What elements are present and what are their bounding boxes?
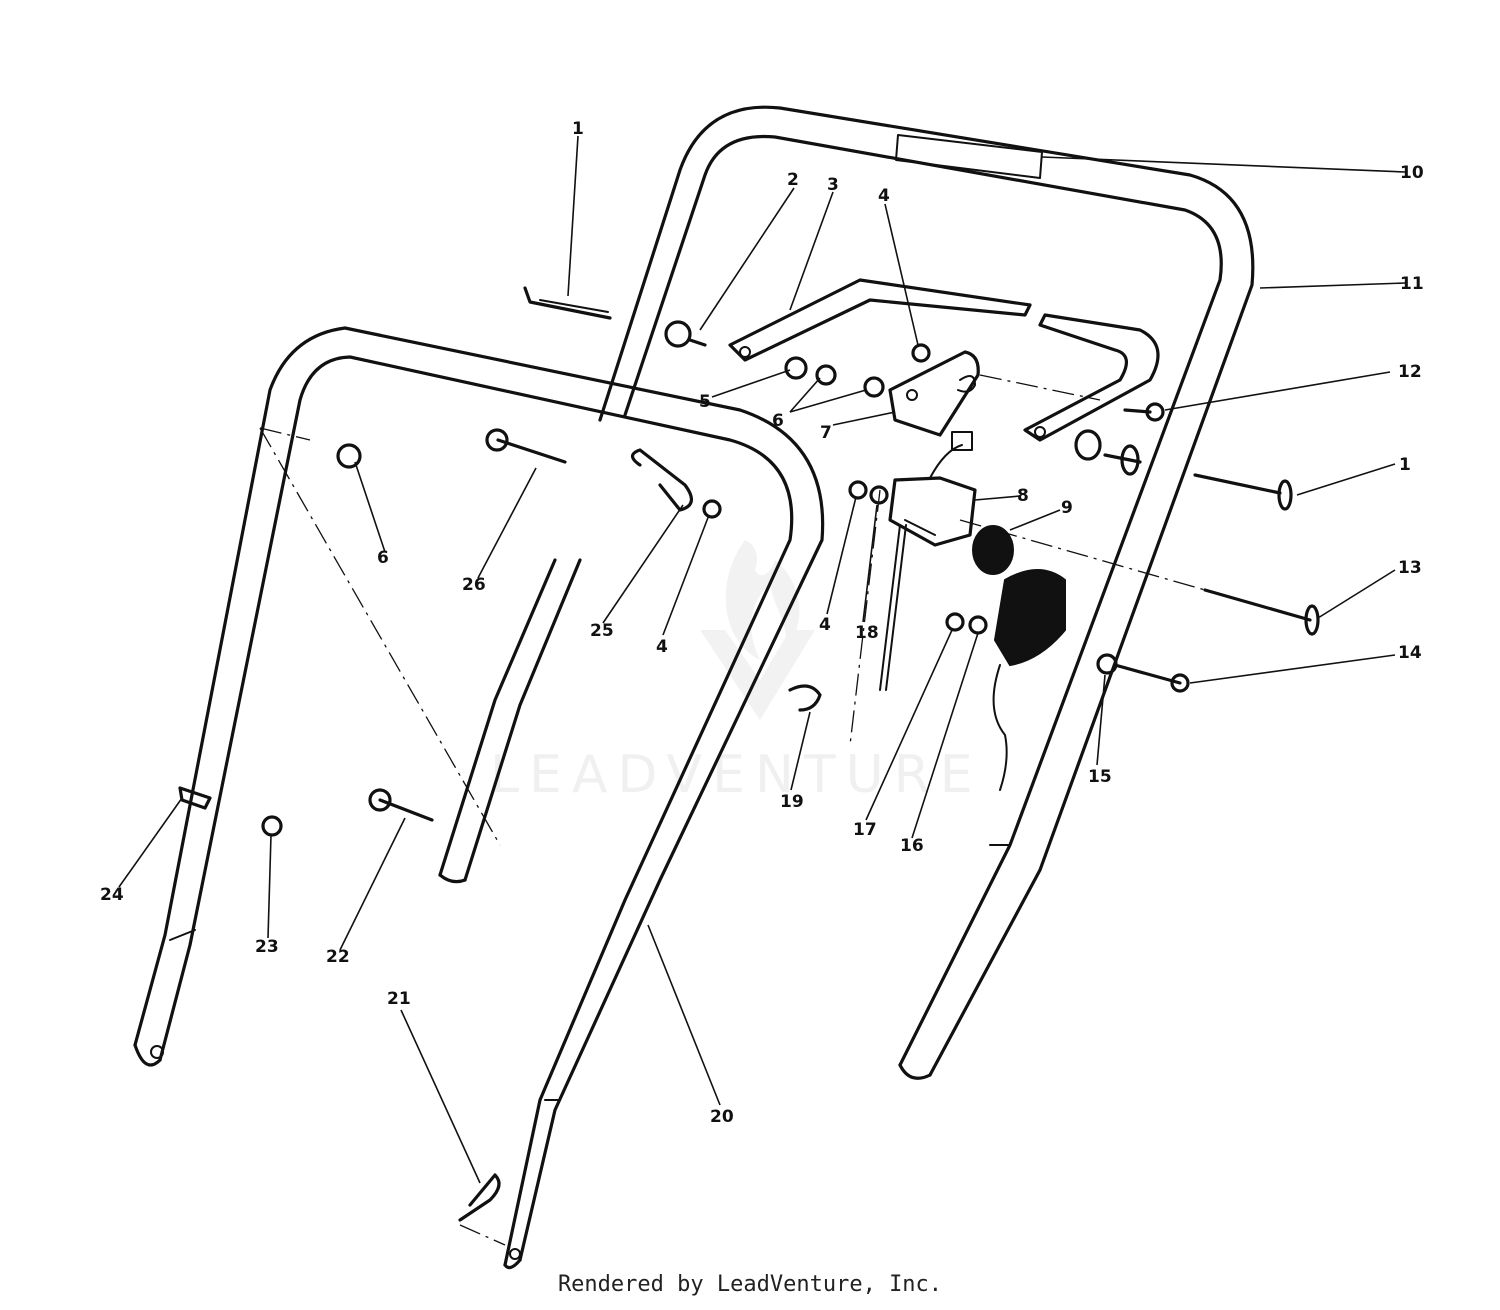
callout-6-center: 6 (772, 411, 784, 431)
callout-1-right: 1 (1399, 455, 1411, 475)
leader-lines (118, 135, 1406, 1184)
hook-clip-and-pin (458, 448, 693, 1222)
callout-24: 24 (100, 885, 124, 905)
render-credit: Rendered by LeadVenture, Inc. (557, 1272, 943, 1297)
callout-3: 3 (827, 175, 839, 195)
nuts-and-washers (178, 320, 1118, 837)
callout-26: 26 (462, 575, 486, 595)
callout-17: 17 (853, 820, 877, 840)
callout-labels: 1 2 3 4 10 11 12 5 6 7 1 8 9 13 14 6 26 … (100, 119, 1424, 1127)
centerlines (259, 374, 1206, 1246)
callout-20: 20 (710, 1107, 734, 1127)
watermark-logo: LEADVENTURE (490, 540, 983, 805)
callout-23: 23 (255, 937, 279, 957)
callout-19: 19 (780, 792, 804, 812)
callout-7: 7 (820, 423, 832, 443)
callout-16: 16 (900, 836, 924, 856)
control-bracket (728, 278, 1160, 442)
control-knob (972, 525, 1066, 791)
rear-handle-frame (598, 105, 1255, 1080)
callout-12: 12 (1398, 362, 1422, 382)
callout-18: 18 (855, 623, 879, 643)
callout-5: 5 (699, 392, 711, 412)
callout-21: 21 (387, 989, 411, 1009)
callout-8: 8 (1017, 486, 1029, 506)
callout-10: 10 (1400, 163, 1424, 183)
callout-14: 14 (1398, 643, 1422, 663)
center-tube (438, 558, 582, 884)
callout-13: 13 (1398, 558, 1422, 578)
switch-box (879, 431, 977, 691)
callout-9: 9 (1061, 498, 1073, 518)
callout-4-left: 4 (656, 637, 668, 657)
callout-1-top: 1 (572, 119, 584, 139)
callout-15: 15 (1088, 767, 1112, 787)
bolts (368, 286, 1320, 822)
callout-2: 2 (787, 170, 799, 190)
callout-25: 25 (590, 621, 614, 641)
front-handle-frame (133, 326, 825, 1270)
lever-plate (888, 350, 980, 437)
callout-11: 11 (1400, 274, 1424, 294)
callout-4-center: 4 (819, 615, 831, 635)
watermark-text: LEADVENTURE (490, 745, 983, 805)
callout-4-top: 4 (878, 186, 890, 206)
callout-22: 22 (326, 947, 350, 967)
callout-6-left: 6 (377, 548, 389, 568)
